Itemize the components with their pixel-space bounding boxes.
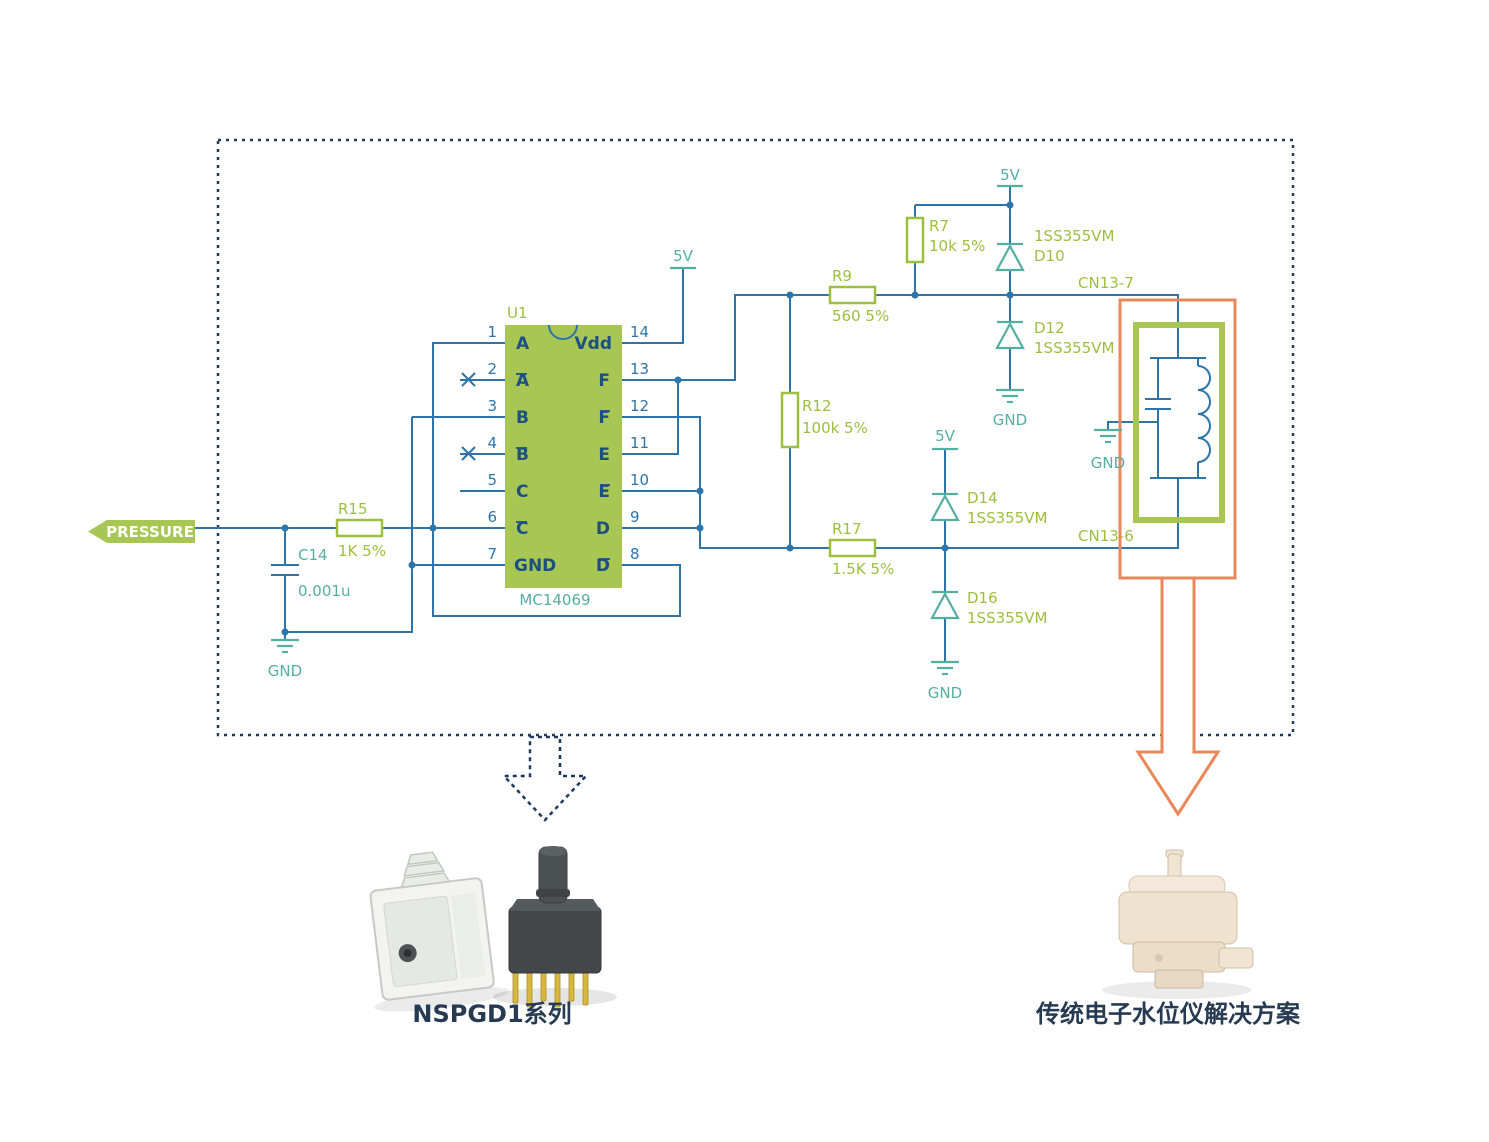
lc-gnd-label: GND <box>1091 454 1125 472</box>
r9-resistor: R9 560 5% <box>828 267 889 325</box>
d14-part: 1SS355VM <box>967 509 1047 527</box>
junction-dots <box>281 201 1014 636</box>
c14-ref: C14 <box>298 546 328 564</box>
r9-ref: R9 <box>832 267 852 285</box>
d16-part: 1SS355VM <box>967 609 1047 627</box>
pin-number: 11 <box>630 434 649 452</box>
d12-part: 1SS355VM <box>1034 339 1114 357</box>
r17-ref: R17 <box>832 520 862 538</box>
pin-number: 10 <box>630 471 649 489</box>
down-arrow-dotted-icon <box>501 735 589 822</box>
pin-label-inverted: B <box>516 445 529 465</box>
pin-number: 14 <box>630 323 649 341</box>
pin-number: 4 <box>487 434 497 452</box>
d10-diode: 1SS355VM D10 <box>995 227 1114 272</box>
nspgd1-dip-sensor-image <box>369 851 510 1012</box>
pin-number: 7 <box>487 545 497 563</box>
c14-gnd-label: GND <box>268 662 302 680</box>
d10-ref: D10 <box>1034 247 1065 265</box>
wires <box>195 186 1179 662</box>
pressure-net-tag: PRESSURE <box>88 520 195 543</box>
pin-label: F <box>598 371 610 391</box>
r15-resistor: R15 1K 5% <box>335 500 386 560</box>
u1-body <box>505 325 622 588</box>
pin-label-inverted: D <box>596 556 610 576</box>
v5-label: 5V <box>935 427 956 445</box>
u1-part-number: MC14069 <box>519 591 590 609</box>
u1-pin-numbers: 1 2 3 4 5 6 7 14 13 12 11 10 9 8 <box>487 323 649 563</box>
pin-label: D <box>596 519 610 539</box>
pin-number: 2 <box>487 360 497 378</box>
v5-supply-top-right: 5V <box>997 166 1023 188</box>
pin-label-inverted: F <box>598 408 610 428</box>
pin-number: 13 <box>630 360 649 378</box>
cn13-6-label: CN13-6 <box>1078 527 1134 545</box>
pin-number: 12 <box>630 397 649 415</box>
c14-capacitor: C14 0.001u <box>271 546 350 600</box>
d10-part: 1SS355VM <box>1034 227 1114 245</box>
pin-number: 3 <box>487 397 497 415</box>
r12-resistor: R12 100k 5% <box>780 391 868 449</box>
right-caption: 传统电子水位仪解决方案 <box>1035 1000 1301 1028</box>
pin-label-inverted: C <box>516 519 528 539</box>
pin-label: C <box>516 482 528 502</box>
r7-resistor: R7 10k 5% <box>905 216 985 264</box>
pin-number: 8 <box>630 545 640 563</box>
v5-supply-d14: 5V <box>932 427 958 451</box>
v5-label: 5V <box>673 247 694 265</box>
lc-ground-symbol: GND <box>1091 428 1125 472</box>
r12-value: 100k 5% <box>802 419 868 437</box>
c14-value: 0.001u <box>298 582 350 600</box>
pressure-net-label: PRESSURE <box>106 523 194 541</box>
d12-gnd-label: GND <box>993 411 1027 429</box>
cn13-7-label: CN13-7 <box>1078 274 1134 292</box>
r12-ref: R12 <box>802 397 832 415</box>
pin-label: A <box>516 334 530 354</box>
r15-ref: R15 <box>338 500 368 518</box>
lc-tank-symbol <box>1145 357 1211 479</box>
pin-label: E <box>598 445 610 465</box>
u1-pin-stubs <box>460 342 655 566</box>
r17-resistor: R17 1.5K 5% <box>828 520 894 578</box>
left-caption: NSPGD1系列 <box>412 1000 571 1028</box>
pin-number: 5 <box>487 471 497 489</box>
pin-label-gnd: GND <box>514 556 556 576</box>
d16-ground-symbol: GND <box>928 660 962 702</box>
d14-diode: D14 1SS355VM <box>930 489 1047 527</box>
pin-number: 1 <box>487 323 497 341</box>
pin-number: 6 <box>487 508 497 526</box>
pin-label-inverted: A <box>516 371 530 391</box>
u1-notch <box>548 324 578 340</box>
r7-ref: R7 <box>929 217 949 235</box>
down-arrow-orange-icon <box>1135 576 1221 817</box>
pin-label: B <box>516 408 529 428</box>
c14-ground-symbol: GND <box>268 638 302 680</box>
d16-diode: D16 1SS355VM <box>930 589 1047 627</box>
d12-diode: D12 1SS355VM <box>995 319 1114 357</box>
schematic-border <box>216 138 1295 737</box>
u1-pin-labels: A A B B C C GND Vdd F F E E D D <box>514 334 612 576</box>
d14-ref: D14 <box>967 489 998 507</box>
d12-ground-symbol: GND <box>993 388 1027 429</box>
d12-ref: D12 <box>1034 319 1065 337</box>
v5-supply-u1: 5V <box>670 247 696 270</box>
r9-value: 560 5% <box>832 307 889 325</box>
no-connect-x-icon <box>461 372 476 461</box>
pin-label-vdd: Vdd <box>575 334 613 354</box>
d16-ref: D16 <box>967 589 998 607</box>
d16-gnd-label: GND <box>928 684 962 702</box>
water-level-switch-image <box>1102 849 1254 999</box>
v5-label: 5V <box>1000 166 1021 184</box>
green-highlight-box <box>1133 322 1225 523</box>
pin-number: 9 <box>630 508 640 526</box>
r17-value: 1.5K 5% <box>832 560 894 578</box>
r15-value: 1K 5% <box>338 542 386 560</box>
u1-ref: U1 <box>507 304 528 322</box>
nspgd1-port-sensor-image <box>493 846 617 1008</box>
r7-value: 10k 5% <box>929 237 985 255</box>
u1-chip: U1 MC14069 1 2 3 4 5 6 7 14 13 12 <box>460 304 655 609</box>
pin-label-inverted: E <box>598 482 610 502</box>
